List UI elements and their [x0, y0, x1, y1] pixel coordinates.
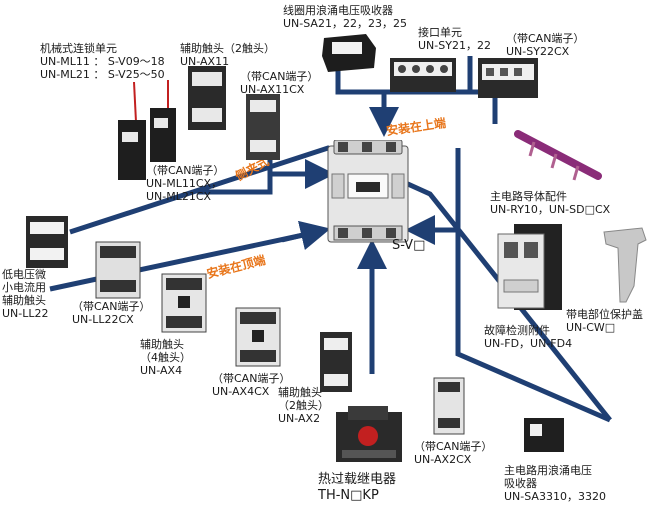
label-conductor-model: UN-RY10，UN-SD□CX	[490, 203, 611, 216]
label-ml-can-name: （带CAN端子）	[146, 164, 225, 177]
label-surge-coil-model: UN-SA21，22，23，25	[283, 17, 407, 30]
label-aux-4-contacts: （4触头）	[140, 351, 191, 364]
front-arrow-line	[281, 220, 331, 251]
label-conductor: 主电路导体配件 UN-RY10，UN-SD□CX	[490, 190, 610, 216]
interface-unit-can-image	[478, 58, 538, 98]
label-low-current-l1: 低电压微	[2, 268, 46, 281]
surge-absorber-main-image	[524, 418, 564, 452]
label-ax4-can-model: UN-AX4CX	[212, 385, 270, 398]
label-overload: 热过载继电器 TH-N□KP	[318, 472, 396, 504]
interface-unit-image	[390, 58, 456, 92]
label-aux-4-model: UN-AX4	[140, 364, 183, 377]
label-aux-2: 辅助触头（2触头） UN-AX11	[180, 42, 275, 68]
aux-contact-4-image	[161, 273, 207, 333]
label-aux-2-can-model: UN-AX11CX	[240, 83, 305, 96]
label-fault-model: UN-FD，UN-FD4	[484, 337, 573, 350]
label-ax2-can: （带CAN端子） UN-AX2CX	[414, 440, 492, 466]
label-low-current-model: UN-LL22	[2, 307, 49, 320]
label-overload-name: 热过载继电器	[318, 472, 397, 487]
label-overload-model: TH-N□KP	[318, 488, 379, 503]
label-fault-name: 故障检测附件	[484, 324, 550, 337]
label-surge-coil: 线圈用浪涌电压吸收器 UN-SA21，22，23，25	[283, 4, 407, 30]
mech-interlock-image	[118, 80, 176, 180]
label-interface-name: 接口单元	[418, 26, 462, 39]
label-surge-main: 主电路用浪涌电压 吸收器 UN-SA3310，3320	[504, 464, 606, 503]
label-ax2-can-model: UN-AX2CX	[414, 453, 472, 466]
label-aux-2-can: （带CAN端子） UN-AX11CX	[240, 70, 318, 96]
ax4-can-image	[235, 307, 281, 367]
label-surge-main-l2: 吸收器	[504, 477, 537, 490]
label-ll-can-model: UN-LL22CX	[72, 313, 134, 326]
label-cover: 带电部位保护盖 UN-CW□	[566, 308, 643, 334]
overload-relay-image	[336, 406, 402, 462]
label-conductor-name: 主电路导体配件	[490, 190, 567, 203]
right-route-line	[455, 148, 611, 423]
label-ax2-can-name: （带CAN端子）	[414, 440, 493, 453]
low-current-aux-image	[26, 216, 68, 268]
label-low-current-l3: 辅助触头	[2, 294, 46, 307]
label-interface-can: （带CAN端子） UN-SY22CX	[506, 32, 584, 58]
label-aux-2-name: 辅助触头（2触头）	[180, 42, 275, 55]
label-ml-can-model1: UN-ML11CX，	[146, 177, 223, 190]
label-interface: 接口单元 UN-SY21，22	[418, 26, 491, 52]
label-cover-name: 带电部位保护盖	[566, 308, 643, 321]
label-aux-2b-model: UN-AX2	[278, 412, 321, 425]
label-aux-2b: 辅助触头 （2触头） UN-AX2	[278, 386, 329, 425]
aux-contact-2-image	[188, 66, 226, 130]
front-route-line	[49, 228, 323, 292]
label-aux-4-name: 辅助触头	[140, 338, 184, 351]
ll-can-image	[95, 241, 141, 299]
label-mech-interlock-name: 机械式连锁单元	[40, 42, 117, 55]
label-fault: 故障检测附件 UN-FD，UN-FD4	[484, 324, 572, 350]
aux-contact-2-can-image	[246, 94, 280, 160]
label-mech-interlock: 机械式连锁单元 UN-ML11 ： S-V09～18 UN-ML21 ： S-V…	[40, 42, 165, 81]
label-ml-can: （带CAN端子） UN-ML11CX， UN-ML21CX	[146, 164, 224, 203]
label-interface-can-model: UN-SY22CX	[506, 45, 570, 58]
label-interface-model: UN-SY21，22	[418, 39, 491, 52]
label-surge-main-name: 主电路用浪涌电压	[504, 464, 592, 477]
label-cover-model: UN-CW□	[566, 321, 616, 334]
label-aux-2-model: UN-AX11	[180, 55, 230, 68]
ax2-can-image	[433, 377, 465, 435]
conductor-bar-image	[514, 130, 602, 181]
aux-contact-2b-image	[320, 332, 352, 392]
fault-detection-image	[497, 224, 562, 310]
label-mech-interlock-model2: UN-ML21 ： S-V25～50	[40, 68, 165, 81]
label-aux-2b-contacts: （2触头）	[278, 399, 329, 412]
contactor-image	[327, 140, 409, 243]
label-ax4-can: （带CAN端子） UN-AX4CX	[212, 372, 290, 398]
label-interface-can-name: （带CAN端子）	[506, 32, 585, 45]
label-aux-2b-name: 辅助触头	[278, 386, 322, 399]
surge-absorber-coil-image	[322, 34, 376, 72]
label-aux-2-can-name: （带CAN端子）	[240, 70, 319, 83]
label-low-current-l2: 小电流用	[2, 281, 46, 294]
label-aux-4: 辅助触头 （4触头） UN-AX4	[140, 338, 191, 377]
label-low-current: 低电压微 小电流用 辅助触头 UN-LL22	[2, 268, 49, 320]
label-ll-can: （带CAN端子） UN-LL22CX	[72, 300, 150, 326]
protective-cover-image	[603, 227, 647, 303]
label-mech-interlock-model1: UN-ML11 ： S-V09～18	[40, 55, 165, 68]
label-surge-main-model: UN-SA3310，3320	[504, 490, 606, 503]
label-ll-can-name: （带CAN端子）	[72, 300, 151, 313]
label-ax4-can-name: （带CAN端子）	[212, 372, 291, 385]
label-surge-coil-name: 线圈用浪涌电压吸收器	[283, 4, 393, 17]
label-ml-can-model2: UN-ML21CX	[146, 190, 212, 203]
label-center-model: S-V□	[392, 238, 426, 253]
